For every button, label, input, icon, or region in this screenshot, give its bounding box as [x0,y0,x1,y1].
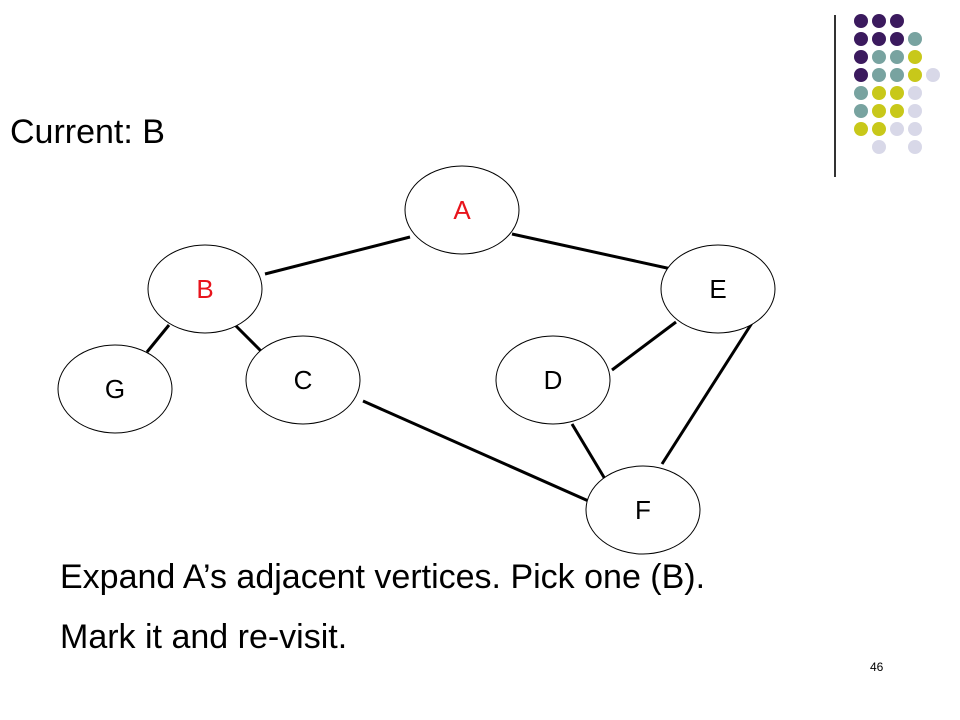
edge-d-e [611,320,677,372]
decorative-dot [908,104,922,118]
decorative-dot [854,50,868,64]
node-g: G [57,344,173,434]
node-a-label: A [453,195,471,225]
decorative-dot [890,68,904,82]
node-c-circle [245,335,361,425]
decorative-dot [908,122,922,136]
decorative-dot [854,32,868,46]
edge-a-b [264,235,411,276]
node-d-circle [495,335,611,425]
decorative-dot [908,50,922,64]
decorative-dot [872,140,886,154]
node-a-circle [404,165,520,255]
node-e-label: E [709,274,726,304]
node-e-circle [660,244,776,334]
decorative-dot [854,14,868,28]
node-b-label: B [196,274,213,304]
edge-a-e [511,232,677,272]
decorative-dot [908,86,922,100]
decorative-dot [872,68,886,82]
node-d-label: D [544,365,563,395]
decorative-dot [854,122,868,136]
node-f-circle [585,465,701,555]
page-number: 46 [870,660,884,674]
node-f-label: F [635,495,651,525]
node-b-circle [147,244,263,334]
edge-c-f [362,399,594,505]
decorative-dot [872,32,886,46]
decorative-dot [926,68,940,82]
decorative-dot [890,122,904,136]
decorative-dot [908,140,922,154]
decorative-dot [854,104,868,118]
node-c-label: C [294,365,313,395]
decorative-dot [890,86,904,100]
decorative-dot [872,14,886,28]
edge-b-c [230,320,264,354]
node-e: E [660,244,776,334]
decorative-dot [890,14,904,28]
node-a: A [404,165,520,255]
body-line-2: Mark it and re-visit. [60,618,348,656]
decorative-dot [890,32,904,46]
body-line-1: Expand A’s adjacent vertices. Pick one (… [60,558,706,596]
node-g-label: G [105,374,125,404]
decorative-dot [890,50,904,64]
vertical-divider [834,15,836,177]
decorative-dot [890,104,904,118]
slide-title: Current: B [10,113,165,151]
decorative-dot [854,86,868,100]
decorative-dot [872,50,886,64]
edge-e-f [660,322,754,465]
node-c: C [245,335,361,425]
decorative-dot [872,104,886,118]
edge-d-f [570,423,610,485]
decorative-dot [854,68,868,82]
node-d: D [495,335,611,425]
node-f: F [585,465,701,555]
edge-b-g [145,324,171,353]
decorative-dot [872,86,886,100]
decorative-dot [908,32,922,46]
decorative-dot [908,68,922,82]
decorative-dot [872,122,886,136]
node-g-circle [57,344,173,434]
node-b: B [147,244,263,334]
